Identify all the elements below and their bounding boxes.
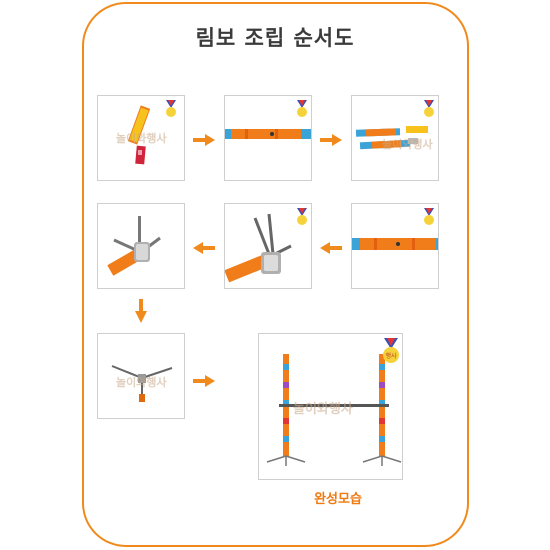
arrow-right-icon xyxy=(193,131,215,150)
page-title: 림보 조립 순서도 xyxy=(195,26,355,50)
step-8-completed-limbo: 행사 놀이와행사 xyxy=(258,333,403,480)
step-5-connector xyxy=(224,203,312,289)
step-1-pole-parts: 놀이와행사 xyxy=(97,95,185,181)
medal-icon xyxy=(422,208,436,226)
arrow-right-icon xyxy=(193,372,215,391)
watermark-text: 놀이와행사 xyxy=(382,138,433,151)
arrow-left-icon xyxy=(193,239,215,258)
step-3-extended-pole: 놀이와행사 xyxy=(351,95,439,181)
watermark-text: 놀이와행사 xyxy=(293,402,353,417)
completed-caption: 완성모습 xyxy=(314,492,362,507)
arrow-right-icon xyxy=(320,131,342,150)
tripod-base-image xyxy=(111,365,173,402)
medal-label: 행사 xyxy=(385,352,397,360)
watermark-text: 놀이와행사 xyxy=(116,376,167,389)
pole-parts-image xyxy=(127,105,151,165)
step-6-tripod-joint xyxy=(97,203,185,289)
connector-image xyxy=(225,213,292,283)
medal-icon: 행사 xyxy=(381,338,401,364)
tripod-joint-image xyxy=(107,216,161,276)
step-2-joined-pole xyxy=(224,95,312,181)
step-4-pole-closeup xyxy=(351,203,439,289)
medal-icon xyxy=(164,100,178,118)
medal-icon xyxy=(295,100,309,118)
watermark-text: 놀이와행사 xyxy=(116,132,167,145)
pole-section-image xyxy=(225,129,311,139)
pole-section-image xyxy=(352,238,438,250)
pole-sections-image xyxy=(355,126,428,150)
limbo-stand-image xyxy=(266,354,402,466)
medal-icon xyxy=(295,208,309,226)
arrow-left-icon xyxy=(320,239,342,258)
medal-icon xyxy=(422,100,436,118)
step-7-tripod-base: 놀이와행사 xyxy=(97,333,185,419)
arrow-down-icon xyxy=(135,299,147,327)
